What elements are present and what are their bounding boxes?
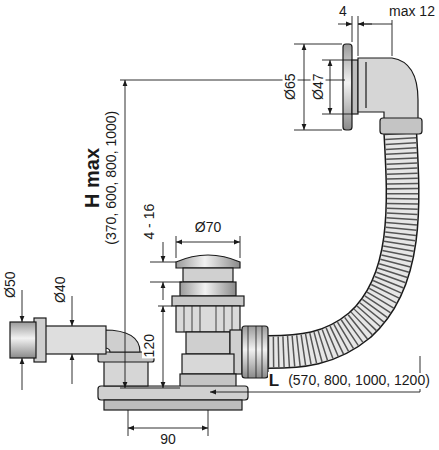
dimension-label: Ø70	[194, 220, 222, 235]
dimension-label: Ø40	[52, 276, 67, 304]
flexible-hose	[268, 128, 403, 352]
dimension-label: max 12	[388, 4, 436, 19]
dimension-label: (370, 600, 800, 1000)	[104, 110, 119, 246]
dimension-label: (570, 800, 1000, 1200)	[287, 373, 431, 388]
dimension-label: H max	[81, 147, 103, 209]
overflow-head	[343, 44, 422, 134]
drain-valve	[172, 255, 268, 388]
dimension-label: 120	[142, 333, 157, 358]
dimension-label: Ø47	[310, 73, 325, 101]
dimension-label: 4	[338, 4, 348, 19]
dimension-label: L	[268, 372, 280, 391]
dimension-label: 4 - 16	[142, 203, 157, 241]
siphon-trap	[10, 318, 248, 410]
dimension-label: Ø65	[282, 73, 297, 101]
dimension-label: 90	[159, 432, 177, 447]
dimension-label: Ø50	[3, 271, 18, 299]
